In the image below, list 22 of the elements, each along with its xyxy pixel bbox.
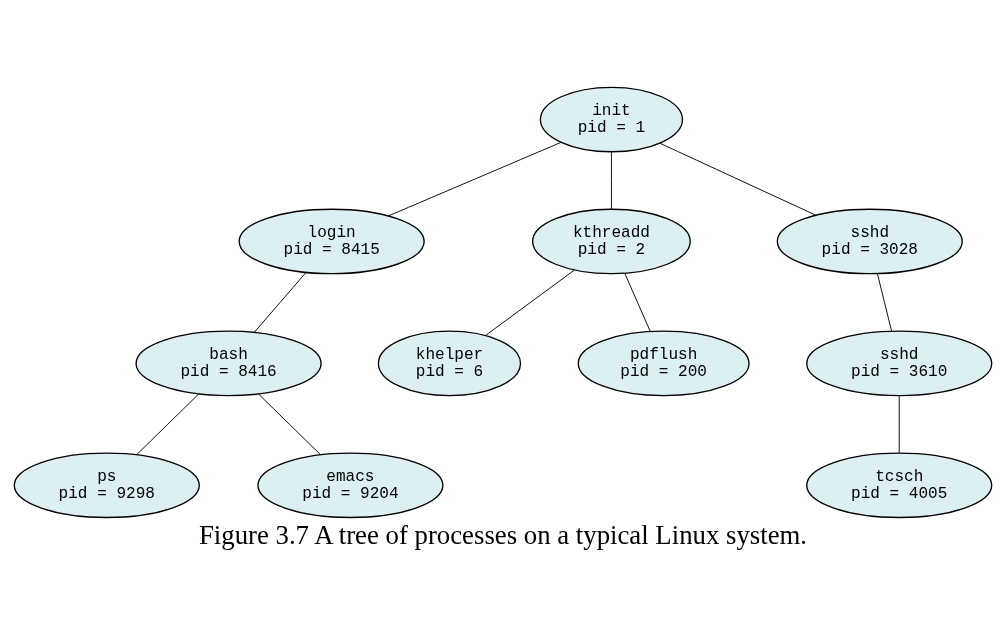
connector: [610, 151, 612, 209]
node-ellipse: tcsch pid = 4005: [806, 451, 993, 518]
node-ellipse: sshd pid = 3028: [776, 208, 963, 274]
node-ellipse: bash pid = 8416: [135, 329, 322, 396]
connector: [136, 393, 199, 455]
node-ellipse: kthreadd pid = 2: [531, 208, 691, 274]
connector: [253, 271, 307, 333]
node-ellipse: sshd pid = 3610: [806, 329, 993, 396]
caption: Figure 3.7 A tree of processes on a typical Linux system.: [198, 519, 808, 550]
connector: [388, 141, 562, 216]
connector: [485, 269, 575, 336]
node-ellipse: login pid = 8415: [238, 208, 425, 274]
node-ellipse: pdflush pid = 200: [577, 329, 750, 396]
connector: [659, 142, 817, 216]
connector: [877, 273, 892, 331]
node-ellipse: khelper pid = 6: [377, 329, 522, 396]
node-ellipse: init pid = 1: [539, 86, 684, 152]
connector: [898, 395, 900, 453]
node-ellipse: ps pid = 9298: [13, 451, 200, 518]
connector: [624, 272, 651, 332]
connector: [258, 393, 321, 455]
node-ellipse: emacs pid = 9204: [257, 451, 444, 518]
